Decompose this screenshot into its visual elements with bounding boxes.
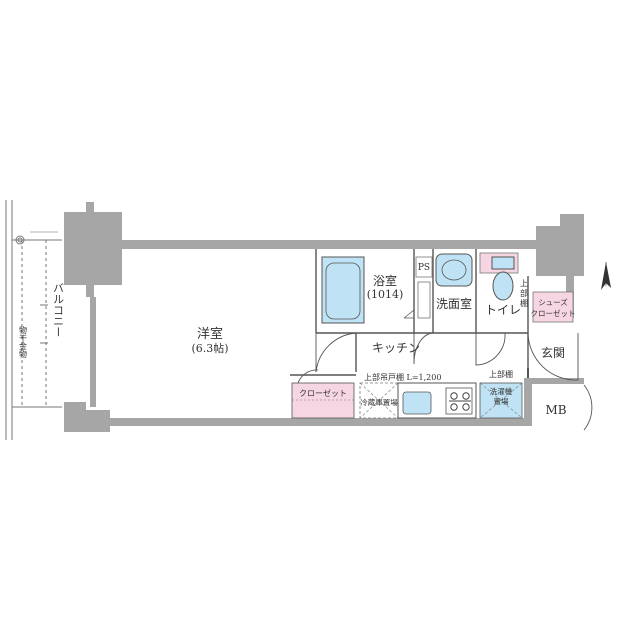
upper-hanging-shelf-label: 上部吊戸棚 bbox=[364, 372, 404, 382]
fridge-space-label: 冷蔵庫置場 bbox=[360, 397, 398, 407]
kitchen-label: キッチン bbox=[372, 341, 420, 355]
toilet-upper-shelf-char-3: 棚 bbox=[520, 298, 528, 308]
toilet-upper-shelf-char-2: 部 bbox=[520, 288, 528, 298]
interior-walls bbox=[290, 249, 529, 378]
closet-box bbox=[291, 382, 355, 419]
washbasin-bowl bbox=[441, 259, 467, 281]
toilet-tank bbox=[491, 256, 515, 270]
shoe-closet-label-2: クローゼット bbox=[531, 308, 576, 318]
washing-machine-label-1: 洗濯機 bbox=[490, 386, 513, 396]
bathroom-label: 浴室 bbox=[373, 273, 397, 288]
bathtub-basin bbox=[325, 262, 361, 320]
pipe-space-label: PS bbox=[418, 263, 430, 273]
washer-cross-2 bbox=[479, 382, 523, 419]
shoe-closet-label-1: シューズ bbox=[538, 297, 568, 307]
pipe-space-box bbox=[415, 256, 433, 278]
toilet-label: トイレ bbox=[485, 303, 521, 317]
washing-machine-label-2: 置場 bbox=[494, 396, 509, 406]
door-swings bbox=[297, 332, 593, 431]
closet-label: クローゼット bbox=[299, 388, 347, 398]
meter-box-label: MB bbox=[545, 403, 566, 417]
western-room-label: 洋室 bbox=[197, 326, 223, 342]
fridge-cross-2 bbox=[359, 382, 399, 419]
washroom-label: 洗面室 bbox=[436, 296, 472, 311]
balcony-area bbox=[5, 200, 62, 440]
stove-burners bbox=[449, 392, 471, 411]
balcony-note-label: 物干金物 bbox=[19, 325, 28, 359]
kitchen-sink bbox=[402, 391, 432, 415]
toilet-upper-shelf-char-1: 上 bbox=[520, 279, 528, 288]
counter-length-label: L=1,200 bbox=[407, 373, 442, 382]
entrance-label: 玄関 bbox=[541, 345, 565, 360]
bathroom-size: (1014) bbox=[367, 288, 404, 301]
upper-shelf-label: 上部棚 bbox=[489, 369, 513, 379]
north-arrow-icon bbox=[601, 262, 611, 290]
pipe-space-lower bbox=[417, 281, 431, 319]
bath-door-swing bbox=[403, 309, 415, 319]
balcony-label: バルコニー bbox=[52, 283, 65, 338]
shoe-closet-box bbox=[532, 291, 574, 323]
toilet-bowl bbox=[492, 271, 514, 301]
western-room-size: (6.3帖) bbox=[191, 342, 228, 355]
